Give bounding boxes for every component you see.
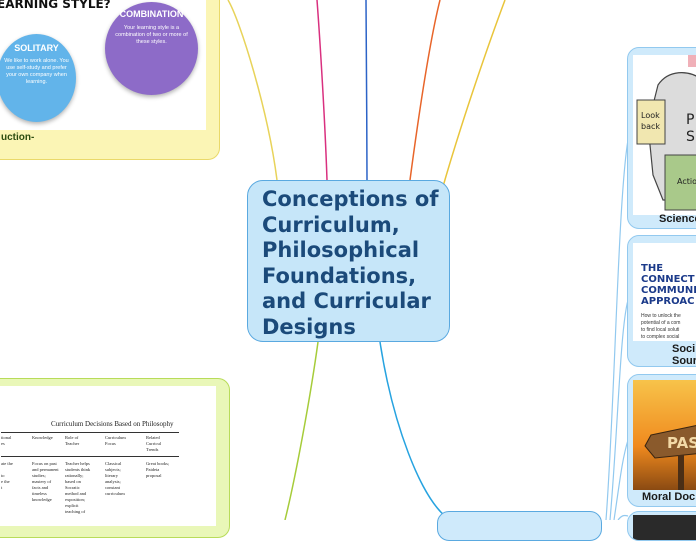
table-cell-1: Focus on past and permanent studies; mas… (32, 461, 59, 502)
table-header-4: Related Curricul Trends (146, 435, 161, 452)
branch-line-green (284, 341, 319, 520)
right-card-science[interactable]: Look back P S Actio Science (627, 47, 696, 229)
combination-circle: COMBINATION Your learning style is a com… (105, 2, 198, 95)
science-text-look-back: Look back (641, 111, 661, 131)
table-header-2: Role of Teacher (65, 435, 80, 446)
bottom-topic-node[interactable] (437, 511, 602, 541)
science-cycle-graphic (636, 55, 696, 211)
sub-line-3 (613, 439, 629, 520)
moral-image: PAST (633, 380, 696, 490)
table-cell-4: Great books; Paideia proposal (146, 461, 170, 478)
philosophy-table-image: Curriculum Decisions Based on Philosophy… (0, 386, 216, 526)
branch-line-magenta (316, 0, 328, 181)
learning-styles-image: EARNING STYLE? SOLITARY We like to work … (0, 0, 206, 130)
branch-line-yellow (227, 0, 278, 181)
branch-line-cyan (379, 341, 451, 520)
combination-text: Your learning style is a combination of … (115, 25, 188, 45)
signpost-graphic (644, 425, 696, 490)
sub-line-4 (617, 514, 629, 520)
combination-title: COMBINATION (119, 9, 184, 19)
table-cell-0: ate the to e the t (1, 461, 13, 490)
solitary-text: We like to work alone. You use self-stud… (4, 58, 69, 85)
philosophy-table-card[interactable]: Curriculum Decisions Based on Philosophy… (0, 378, 230, 538)
science-image: Look back P S Actio (633, 55, 696, 215)
social-subtext: How to unlock the potential of a com to … (641, 313, 681, 340)
sub-line-1 (605, 139, 629, 520)
table-header-3: Curriculum Focus (105, 435, 126, 446)
central-topic[interactable]: Conceptions of Curriculum, Philosophical… (247, 180, 450, 342)
table-cell-2: Teacher helps students think rationally;… (65, 461, 91, 514)
science-text-ps: P S (686, 112, 695, 145)
science-text-action: Actio (677, 177, 696, 186)
learning-styles-heading: EARNING STYLE? (0, 0, 111, 11)
social-heading: THE CONNECT COMMUNI APPROAC (641, 263, 696, 307)
table-title: Curriculum Decisions Based on Philosophy (51, 420, 174, 428)
branch-line-blue (365, 0, 368, 181)
solitary-circle: SOLITARY We like to work alone. You use … (0, 34, 76, 122)
right-card-moral[interactable]: PAST Moral Doc (627, 374, 696, 507)
connector-lines (227, 0, 629, 520)
learning-styles-label: uction- (1, 132, 35, 143)
science-caption: Science (659, 213, 696, 225)
sub-line-2 (609, 299, 629, 520)
table-header-1: Knowledge (32, 435, 53, 440)
branch-line-gold (441, 0, 506, 191)
table-header-0: tional es (1, 435, 12, 446)
branch-line-orange (409, 0, 441, 181)
right-card-partial[interactable] (627, 511, 696, 541)
solitary-title: SOLITARY (14, 43, 59, 53)
social-image: THE CONNECT COMMUNI APPROAC How to unloc… (633, 243, 696, 341)
moral-sign-text: PAST (667, 434, 696, 452)
table-top-rule (1, 432, 179, 433)
table-cell-3: Classical subjects; literary analysis; c… (105, 461, 125, 496)
right-card-social[interactable]: THE CONNECT COMMUNI APPROAC How to unloc… (627, 235, 696, 367)
learning-styles-card[interactable]: EARNING STYLE? SOLITARY We like to work … (0, 0, 220, 160)
moral-caption: Moral Doc (642, 491, 696, 503)
social-caption: Soci Sour (672, 343, 696, 367)
table-header-rule (1, 456, 179, 457)
partial-image (633, 515, 696, 540)
